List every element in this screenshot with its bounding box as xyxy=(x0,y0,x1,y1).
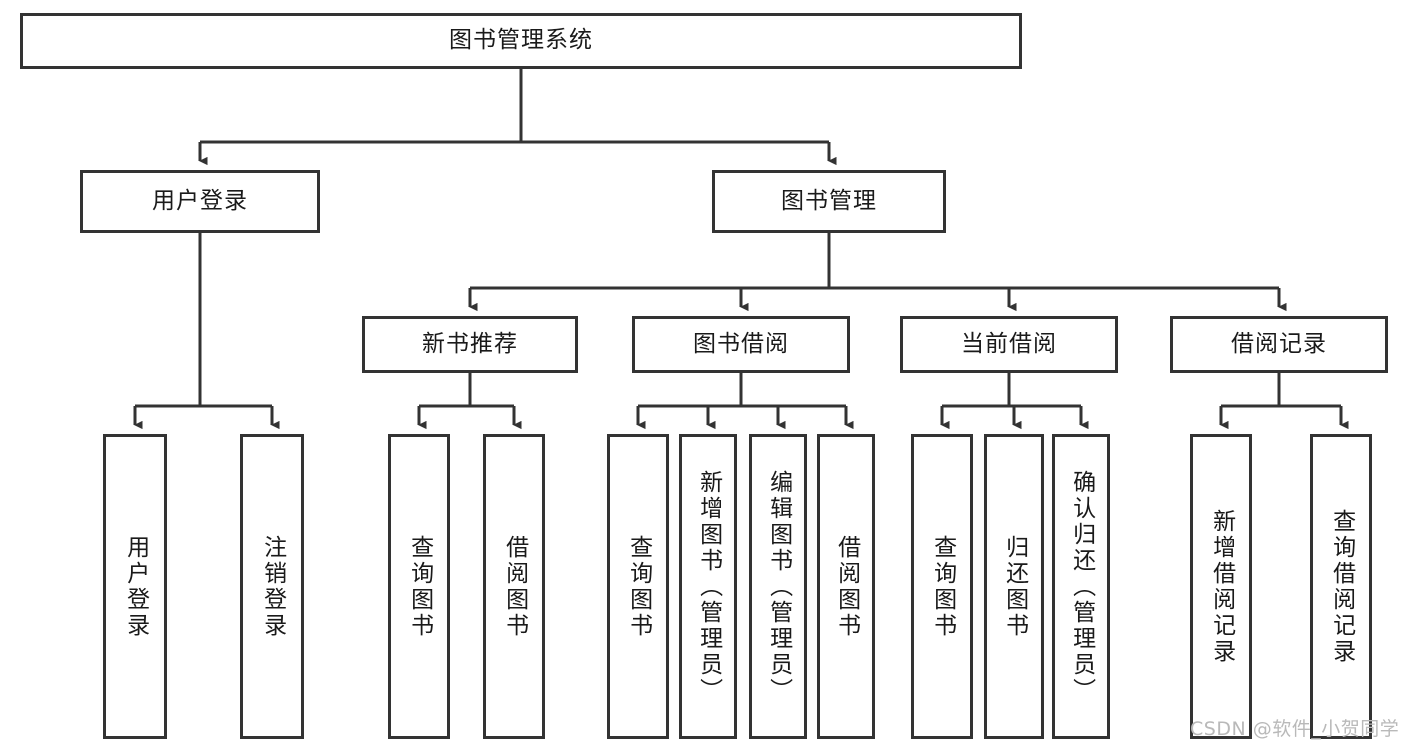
node-label-book-borrow: 图书借阅 xyxy=(693,330,789,357)
watermark-credit: CSDN @软件_小贺同学 xyxy=(1190,718,1400,740)
node-user-login[interactable]: 用户登录 xyxy=(80,170,320,233)
node-label-leaf-query-book-2: 查询图书 xyxy=(625,534,652,639)
node-label-current-borrow: 当前借阅 xyxy=(961,330,1057,357)
node-label-leaf-edit-book: 编辑图书（管理员） xyxy=(765,469,792,704)
node-leaf-user-login[interactable]: 用户登录 xyxy=(103,434,167,739)
node-leaf-query-book-2[interactable]: 查询图书 xyxy=(607,434,669,739)
node-label-book-manage: 图书管理 xyxy=(781,187,877,214)
node-book-manage[interactable]: 图书管理 xyxy=(712,170,946,233)
node-label-leaf-borrow-book-2: 借阅图书 xyxy=(833,534,860,639)
node-current-borrow[interactable]: 当前借阅 xyxy=(900,316,1118,373)
node-leaf-query-book-3[interactable]: 查询图书 xyxy=(911,434,973,739)
node-book-borrow[interactable]: 图书借阅 xyxy=(632,316,850,373)
node-label-leaf-borrow-book-1: 借阅图书 xyxy=(501,534,528,639)
node-leaf-borrow-book-1[interactable]: 借阅图书 xyxy=(483,434,545,739)
node-borrow-record[interactable]: 借阅记录 xyxy=(1170,316,1388,373)
node-label-leaf-return-book: 归还图书 xyxy=(1001,534,1028,639)
node-leaf-add-book[interactable]: 新增图书（管理员） xyxy=(679,434,737,739)
node-leaf-edit-book[interactable]: 编辑图书（管理员） xyxy=(749,434,807,739)
node-leaf-borrow-book-2[interactable]: 借阅图书 xyxy=(817,434,875,739)
node-label-leaf-confirm-return: 确认归还（管理员） xyxy=(1068,469,1095,704)
node-leaf-add-record[interactable]: 新增借阅记录 xyxy=(1190,434,1252,739)
node-leaf-return-book[interactable]: 归还图书 xyxy=(984,434,1044,739)
node-leaf-query-record[interactable]: 查询借阅记录 xyxy=(1310,434,1372,739)
node-label-leaf-query-record: 查询借阅记录 xyxy=(1328,508,1355,665)
node-leaf-query-book-1[interactable]: 查询图书 xyxy=(388,434,450,739)
node-leaf-confirm-return[interactable]: 确认归还（管理员） xyxy=(1052,434,1110,739)
node-label-borrow-record: 借阅记录 xyxy=(1231,330,1327,357)
node-label-leaf-logout: 注销登录 xyxy=(259,534,286,639)
node-label-leaf-query-book-3: 查询图书 xyxy=(929,534,956,639)
node-label-leaf-add-record: 新增借阅记录 xyxy=(1208,508,1235,665)
node-label-leaf-add-book: 新增图书（管理员） xyxy=(695,469,722,704)
node-root[interactable]: 图书管理系统 xyxy=(20,13,1022,69)
node-label-leaf-user-login: 用户登录 xyxy=(122,534,149,639)
node-label-leaf-query-book-1: 查询图书 xyxy=(406,534,433,639)
node-new-book-rec[interactable]: 新书推荐 xyxy=(362,316,578,373)
node-label-user-login: 用户登录 xyxy=(152,187,248,214)
node-label-new-book-rec: 新书推荐 xyxy=(422,330,518,357)
node-leaf-logout[interactable]: 注销登录 xyxy=(240,434,304,739)
node-label-root: 图书管理系统 xyxy=(449,27,593,54)
